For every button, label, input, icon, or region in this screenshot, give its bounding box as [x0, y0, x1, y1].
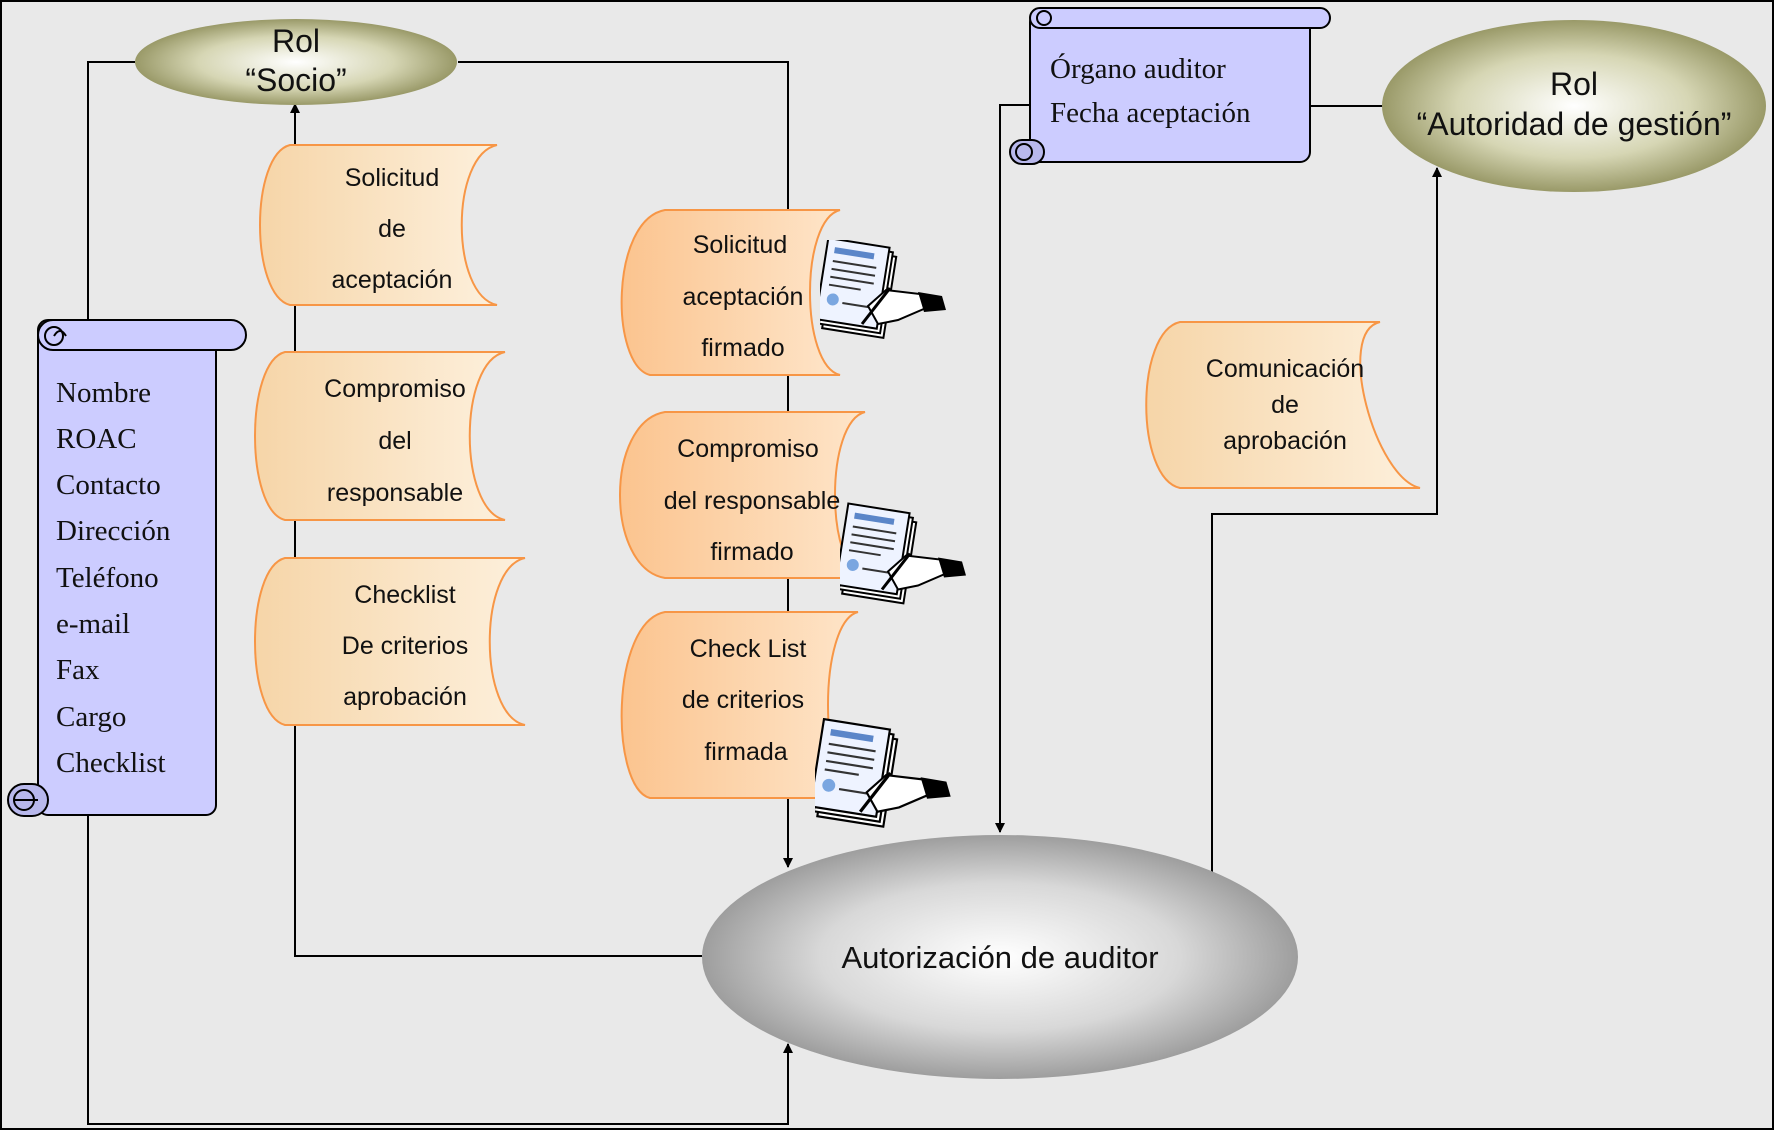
document-compromiso: Compromiso del responsable — [254, 351, 506, 521]
process-autorizacion: Autorización de auditor — [702, 835, 1298, 1079]
connector-socio-to-fields — [87, 61, 135, 334]
document-comunicacion: Comunicación de aprobación — [1145, 321, 1421, 489]
document-compromiso-line-0: Compromiso — [324, 375, 466, 403]
connector-fields-to-process — [87, 815, 793, 1125]
role-autoridad-gestion: Rol “Autoridad de gestión” — [1382, 20, 1766, 192]
document-checklist-firmada-line-0: Check List — [690, 635, 807, 663]
role-socio: Rol “Socio” — [135, 19, 457, 105]
document-compromiso-firmado: Compromiso del responsable firmado — [619, 411, 968, 606]
document-checklist-line-1: De criterios — [342, 632, 468, 660]
document-compromiso-line-1: del — [378, 427, 411, 455]
connector-socio-to-process — [458, 61, 793, 868]
socio-field-7: Cargo — [56, 701, 126, 733]
socio-field-3: Dirección — [56, 515, 171, 547]
connector-auditor-to-process — [995, 104, 1030, 833]
document-solicitud-line-1: de — [378, 215, 406, 243]
document-solicitud-firmado-line-1: aceptación — [683, 283, 804, 311]
document-checklist-firmada-line-2: firmada — [704, 738, 787, 766]
socio-field-4: Teléfono — [56, 562, 159, 594]
document-checklist-firmada-line-1: de criterios — [682, 686, 804, 714]
scroll-socio-fields: Nombre ROAC Contacto Dirección Teléfono … — [7, 319, 247, 817]
connector-process-to-autoridad — [1211, 167, 1442, 872]
document-checklist-line-0: Checklist — [354, 581, 455, 609]
document-solicitud: Solicitud de aceptación — [259, 144, 498, 306]
document-comunicacion-line-1: de — [1271, 391, 1299, 419]
connectors — [87, 61, 1442, 1125]
document-solicitud-line-0: Solicitud — [345, 164, 440, 192]
process-label: Autorización de auditor — [841, 940, 1158, 975]
document-solicitud-firmado-line-2: firmado — [701, 334, 784, 362]
document-compromiso-line-2: responsable — [327, 479, 463, 507]
role-socio-line1: Rol — [272, 23, 320, 59]
document-compromiso-firmado-line-1: del responsable — [664, 487, 841, 515]
role-socio-line2: “Socio” — [245, 62, 346, 98]
document-checklist-firmada: Check List de criterios firmada — [620, 611, 953, 829]
role-autoridad-line1: Rol — [1550, 66, 1598, 102]
socio-field-0: Nombre — [56, 377, 151, 409]
document-solicitud-firmado-line-0: Solicitud — [693, 231, 788, 259]
document-checklist: Checklist De criterios aprobación — [254, 557, 526, 726]
document-checklist-line-2: aprobación — [343, 683, 467, 711]
document-compromiso-firmado-line-2: firmado — [710, 538, 793, 566]
document-compromiso-firmado-line-0: Compromiso — [677, 435, 819, 463]
document-comunicacion-line-2: aprobación — [1223, 427, 1347, 455]
socio-field-1: ROAC — [56, 423, 137, 455]
socio-field-8: Checklist — [56, 747, 166, 779]
socio-field-6: Fax — [56, 654, 100, 686]
role-autoridad-line2: “Autoridad de gestión” — [1417, 106, 1732, 142]
document-solicitud-line-2: aceptación — [332, 266, 453, 294]
auditor-field-1: Fecha aceptación — [1050, 97, 1251, 129]
document-solicitud-firmado: Solicitud aceptación firmado — [620, 209, 948, 376]
auditor-field-0: Órgano auditor — [1050, 52, 1226, 85]
scroll-auditor-fields: Órgano auditor Fecha aceptación — [1009, 7, 1331, 165]
socio-field-5: e-mail — [56, 608, 130, 640]
document-comunicacion-line-0: Comunicación — [1206, 355, 1364, 383]
socio-field-2: Contacto — [56, 469, 161, 501]
